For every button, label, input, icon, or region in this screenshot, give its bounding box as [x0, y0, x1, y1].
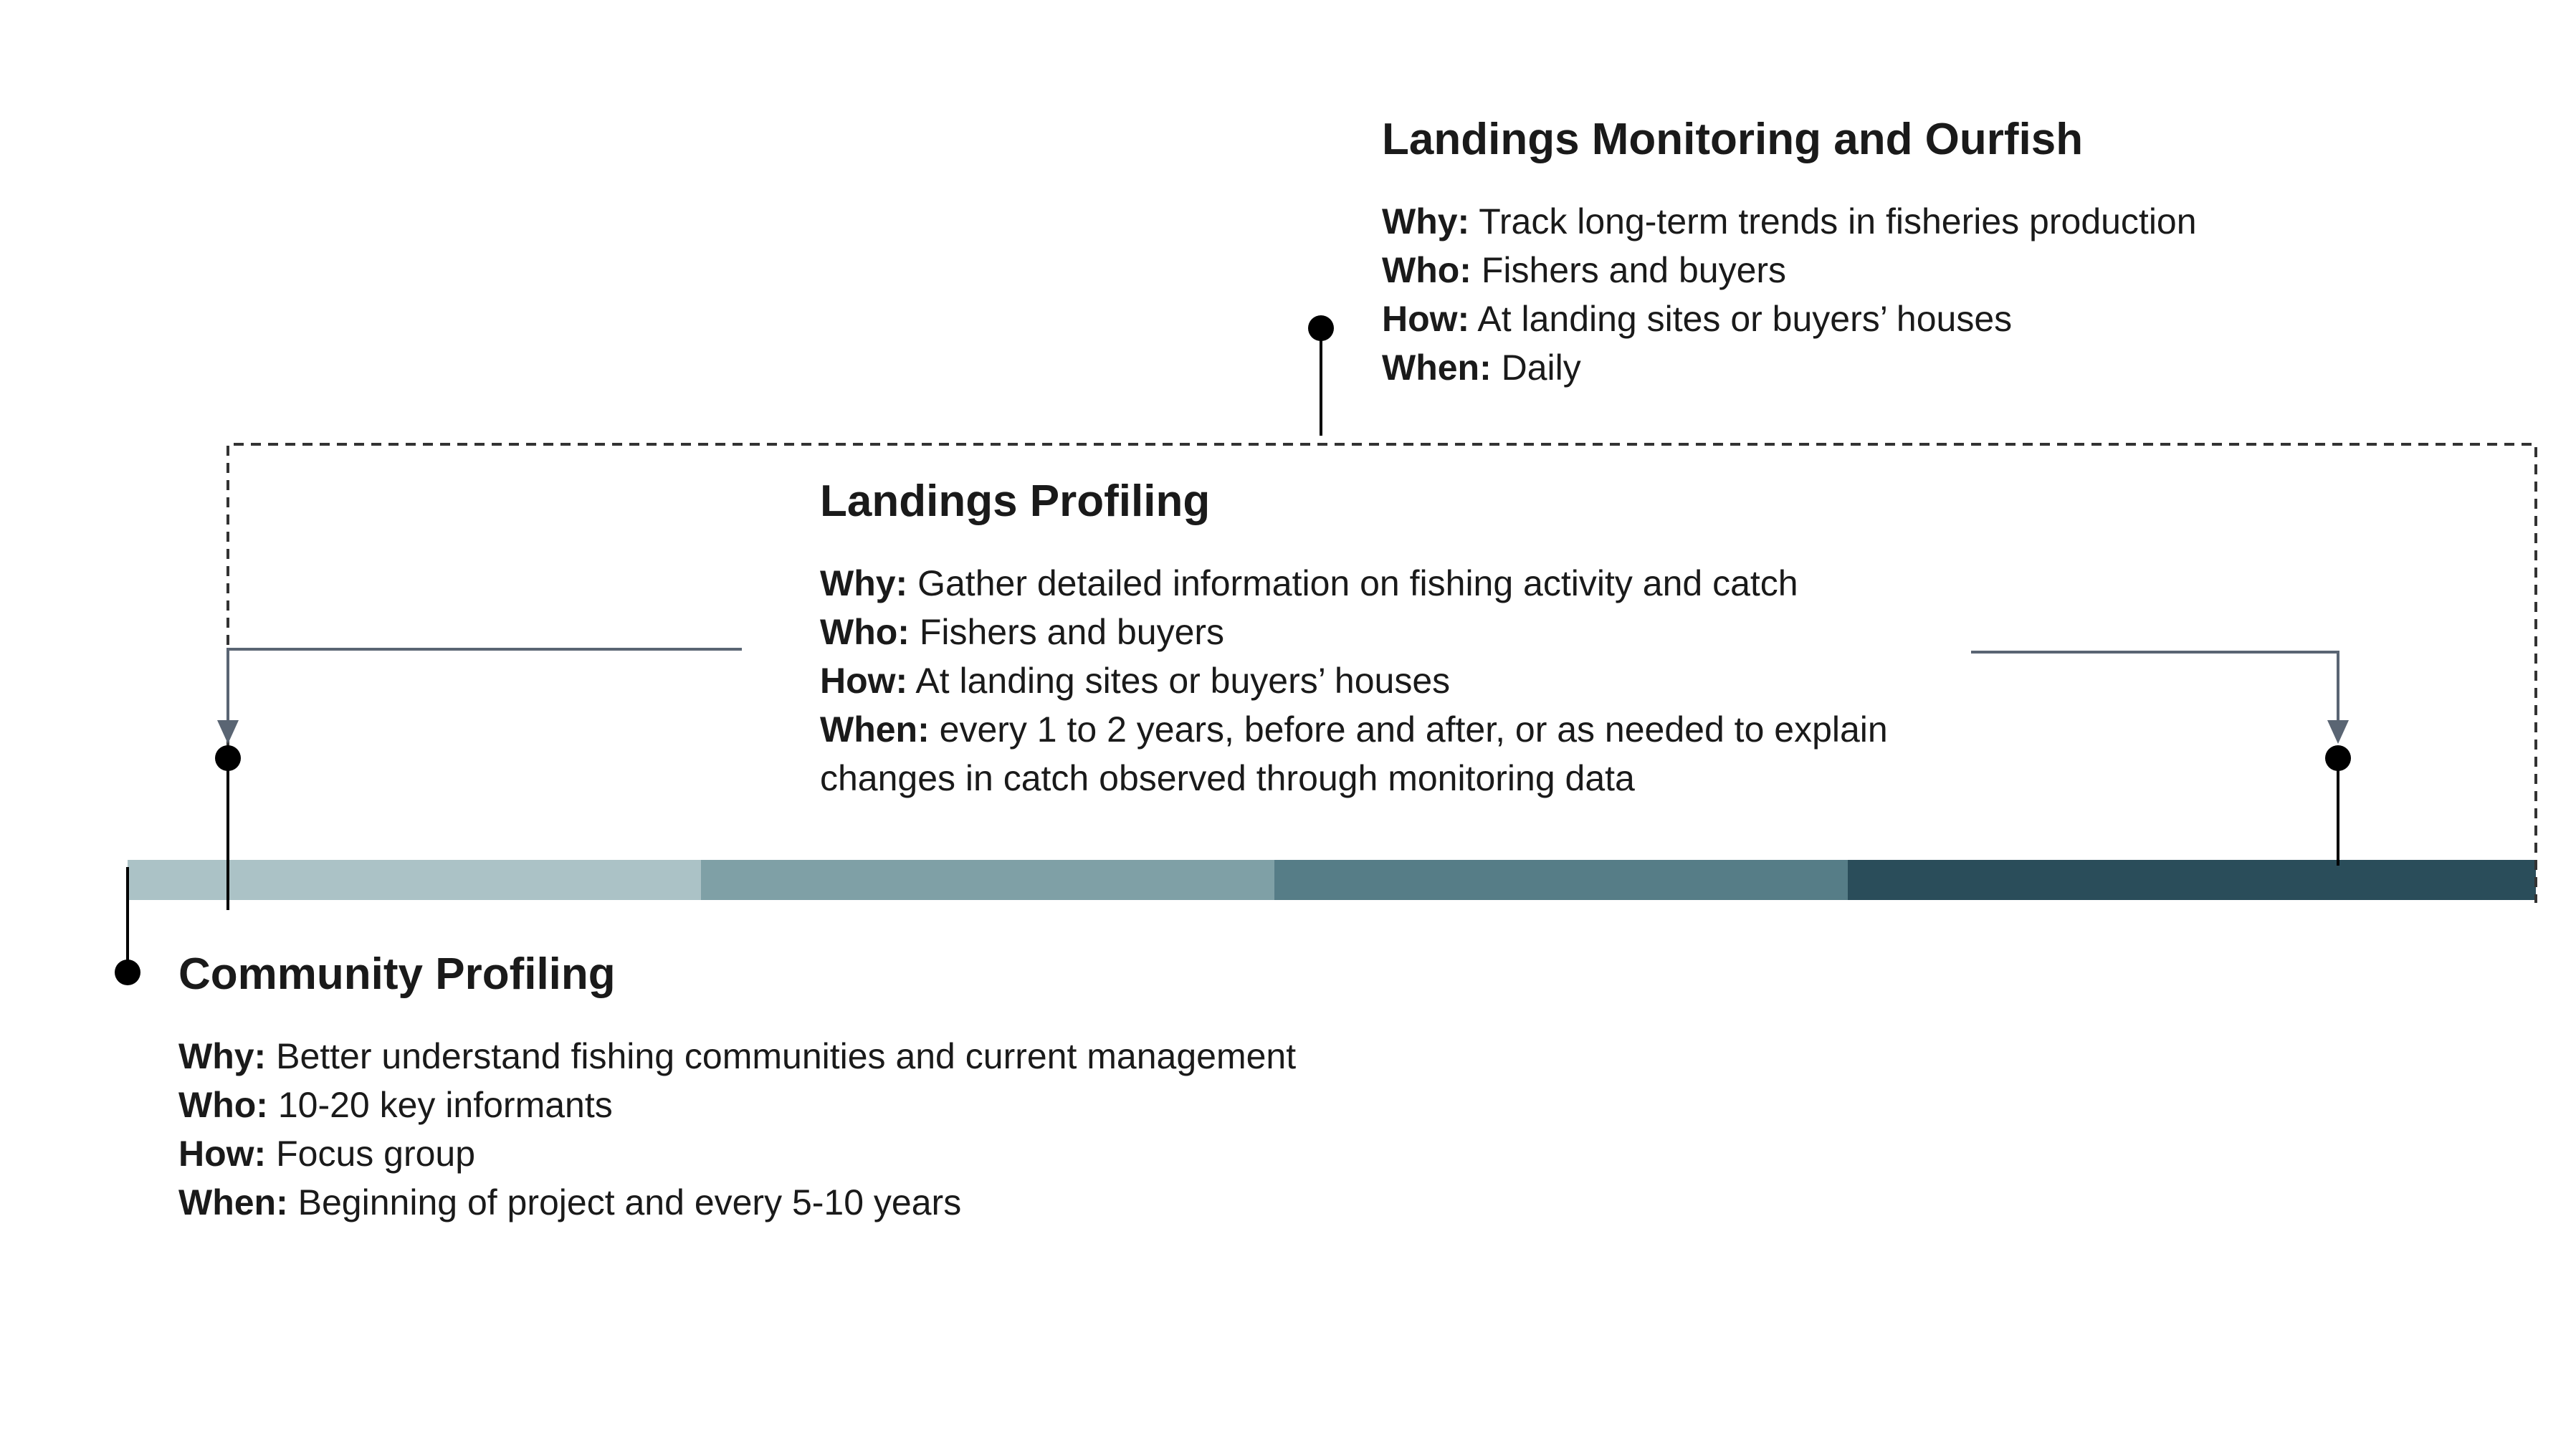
why-text: Better understand fishing communities an… [276, 1036, 1297, 1076]
who-label: Who: [178, 1085, 268, 1125]
when-text: Beginning of project and every 5-10 year… [297, 1182, 962, 1222]
how-text: At landing sites or buyers’ houses [915, 661, 1451, 701]
when-label: When: [178, 1182, 288, 1222]
landings-right-connector [1971, 651, 2339, 724]
who-label: Who: [820, 612, 910, 652]
landings-how: How: At landing sites or buyers’ houses [820, 656, 1981, 705]
community-why: Why: Better understand fishing communiti… [178, 1032, 1296, 1081]
when-text: Daily [1501, 348, 1581, 388]
community-how: How: Focus group [178, 1129, 1296, 1178]
community-block: Community Profiling Why: Better understa… [178, 946, 1296, 1227]
landings-why: Why: Gather detailed information on fish… [820, 559, 1981, 608]
how-label: How: [1382, 299, 1470, 339]
who-text: 10-20 key informants [277, 1085, 613, 1125]
timeline-segment-3 [1274, 860, 1848, 900]
community-when: When: Beginning of project and every 5-1… [178, 1178, 1296, 1227]
landings-who: Who: Fishers and buyers [820, 608, 1981, 656]
who-label: Who: [1382, 250, 1471, 290]
monitoring-how: How: At landing sites or buyers’ houses [1382, 295, 2197, 343]
why-text: Track long-term trends in fisheries prod… [1479, 201, 2197, 241]
why-text: Gather detailed information on fishing a… [917, 563, 1798, 603]
why-label: Why: [820, 563, 908, 603]
landings-title: Landings Profiling [820, 477, 1211, 526]
landings-block: Landings Profiling Why: Gather detailed … [820, 473, 1981, 803]
monitoring-who: Who: Fishers and buyers [1382, 246, 2197, 295]
monitoring-pin-dot [1308, 315, 1334, 341]
landings-when: When: every 1 to 2 years, before and aft… [820, 705, 1981, 803]
landings-right-arrowhead [2327, 720, 2349, 744]
community-who: Who: 10-20 key informants [178, 1081, 1296, 1129]
how-text: Focus group [276, 1134, 476, 1174]
when-label: When: [1382, 348, 1492, 388]
who-text: Fishers and buyers [919, 612, 1225, 652]
monitoring-block: Landings Monitoring and Ourfish Why: Tra… [1382, 111, 2197, 392]
why-label: Why: [178, 1036, 267, 1076]
landings-left-connector [226, 648, 742, 724]
how-text: At landing sites or buyers’ houses [1477, 299, 2013, 339]
landings-left-pin-dot [215, 745, 241, 771]
landings-left-arrowhead [217, 720, 239, 744]
how-label: How: [178, 1134, 267, 1174]
community-title: Community Profiling [178, 949, 616, 999]
who-text: Fishers and buyers [1481, 250, 1787, 290]
community-pin-dot [115, 959, 140, 985]
monitoring-why: Why: Track long-term trends in fisheries… [1382, 197, 2197, 246]
timeline-segment-2 [701, 860, 1274, 900]
when-label: When: [820, 709, 930, 750]
how-label: How: [820, 661, 908, 701]
when-text: every 1 to 2 years, before and after, or… [820, 709, 1888, 798]
monitoring-when: When: Daily [1382, 343, 2197, 392]
monitoring-title: Landings Monitoring and Ourfish [1382, 115, 2084, 164]
timeline-segment-4 [1848, 860, 2536, 900]
landings-right-pin-dot [2325, 745, 2351, 771]
timeline-segment-1 [128, 860, 701, 900]
why-label: Why: [1382, 201, 1470, 241]
